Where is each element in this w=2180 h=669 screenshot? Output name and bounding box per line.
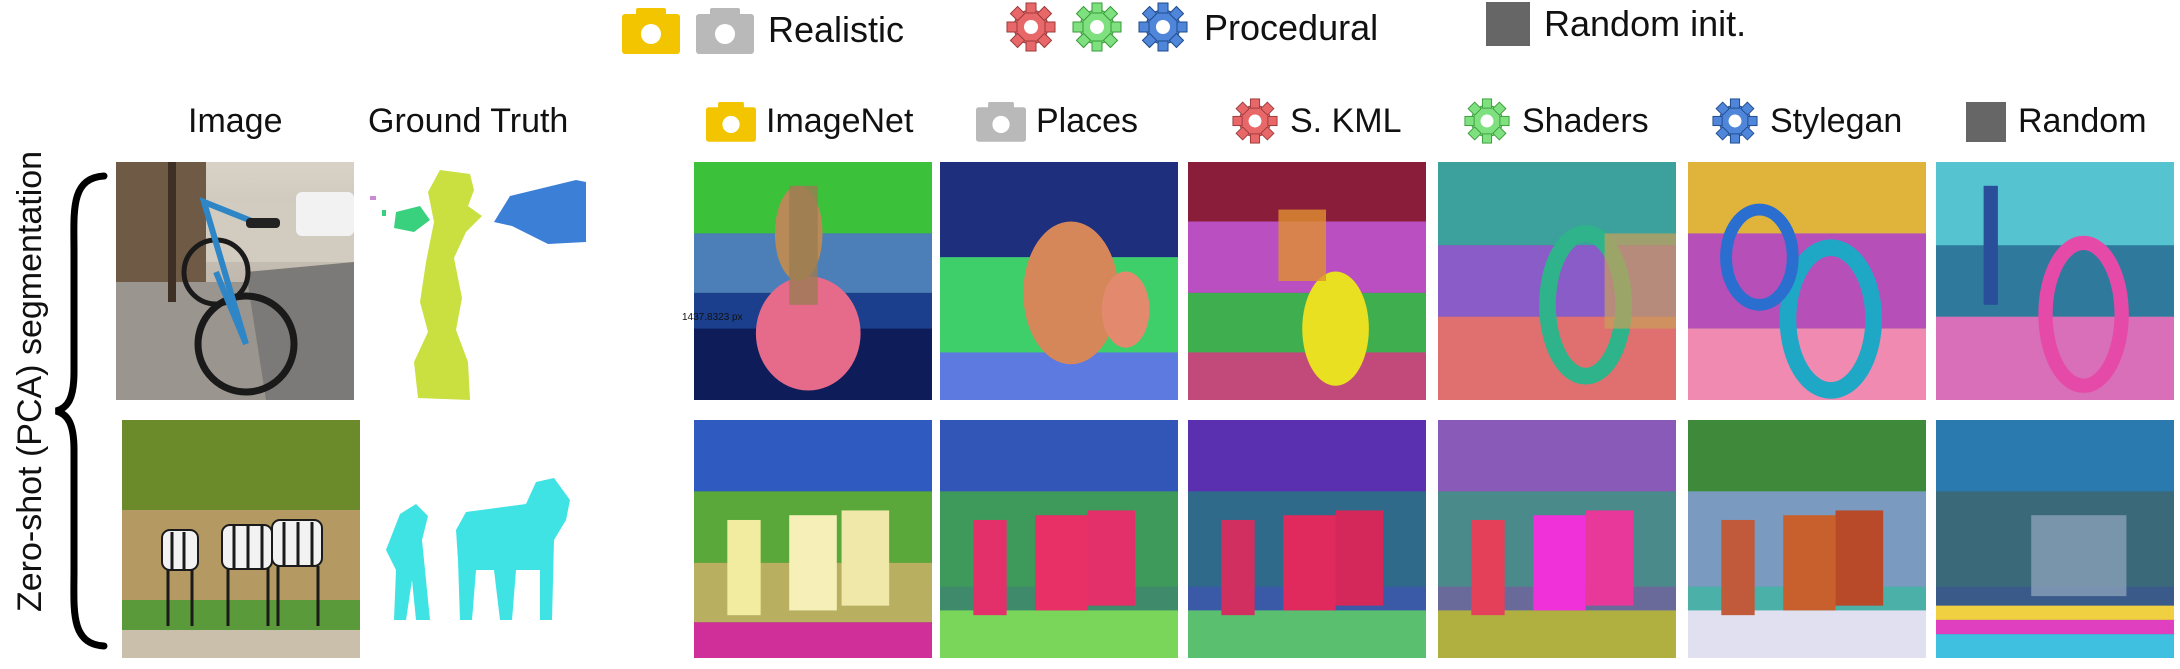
gear-red-icon — [1006, 2, 1056, 52]
column-title-random: Random — [2018, 102, 2147, 140]
column-title-image: Image — [188, 102, 283, 140]
curly-brace — [52, 172, 108, 650]
column-title-ground-truth: Ground Truth — [368, 102, 569, 140]
column-title-stylegan: Stylegan — [1770, 102, 1903, 140]
feature-map-shaders-bicycle — [1438, 162, 1676, 400]
gear-green-icon — [1072, 2, 1122, 52]
gear-red-icon — [1232, 98, 1278, 144]
image-zebras — [122, 420, 360, 658]
camera-gray-icon — [696, 6, 754, 54]
camera-gray-icon — [976, 100, 1026, 142]
feature-map-places-bicycle — [940, 162, 1178, 400]
column-title-places: Places — [1036, 102, 1139, 140]
legend-realistic: Realistic — [768, 9, 905, 50]
measurement-annotation: 1437.8323 px — [682, 312, 743, 323]
feature-map-places-zebras — [940, 420, 1178, 658]
camera-yellow-icon — [706, 100, 756, 142]
feature-map-imagenet-bicycle: 1437.8323 px — [682, 162, 932, 400]
gear-green-icon — [1464, 98, 1510, 144]
column-title-skml: S. KML — [1290, 102, 1402, 140]
legend-random-init: Random init. — [1544, 3, 1747, 44]
gear-blue-icon — [1712, 98, 1758, 144]
camera-yellow-icon — [622, 6, 680, 54]
feature-map-skml-bicycle — [1188, 162, 1426, 400]
legend-procedural: Procedural — [1204, 7, 1379, 48]
column-title-imagenet: ImageNet — [766, 102, 914, 140]
feature-map-random-zebras — [1936, 420, 2174, 658]
ground-truth-bicycle — [370, 162, 608, 400]
feature-map-random-bicycle — [1936, 162, 2174, 400]
row-label: Zero-shot (PCA) segmentation — [11, 150, 49, 612]
feature-map-stylegan-bicycle — [1688, 162, 1926, 400]
feature-map-stylegan-zebras — [1688, 420, 1926, 658]
feature-map-imagenet-zebras — [694, 420, 932, 658]
image-bicycle — [116, 162, 354, 400]
feature-map-skml-zebras — [1188, 420, 1426, 658]
column-title-shaders: Shaders — [1522, 102, 1649, 140]
random-square-icon — [1966, 102, 2006, 142]
gear-blue-icon — [1138, 2, 1188, 52]
feature-map-shaders-zebras — [1438, 420, 1676, 658]
ground-truth-zebras — [376, 420, 614, 658]
random-init-square-icon — [1486, 2, 1530, 46]
